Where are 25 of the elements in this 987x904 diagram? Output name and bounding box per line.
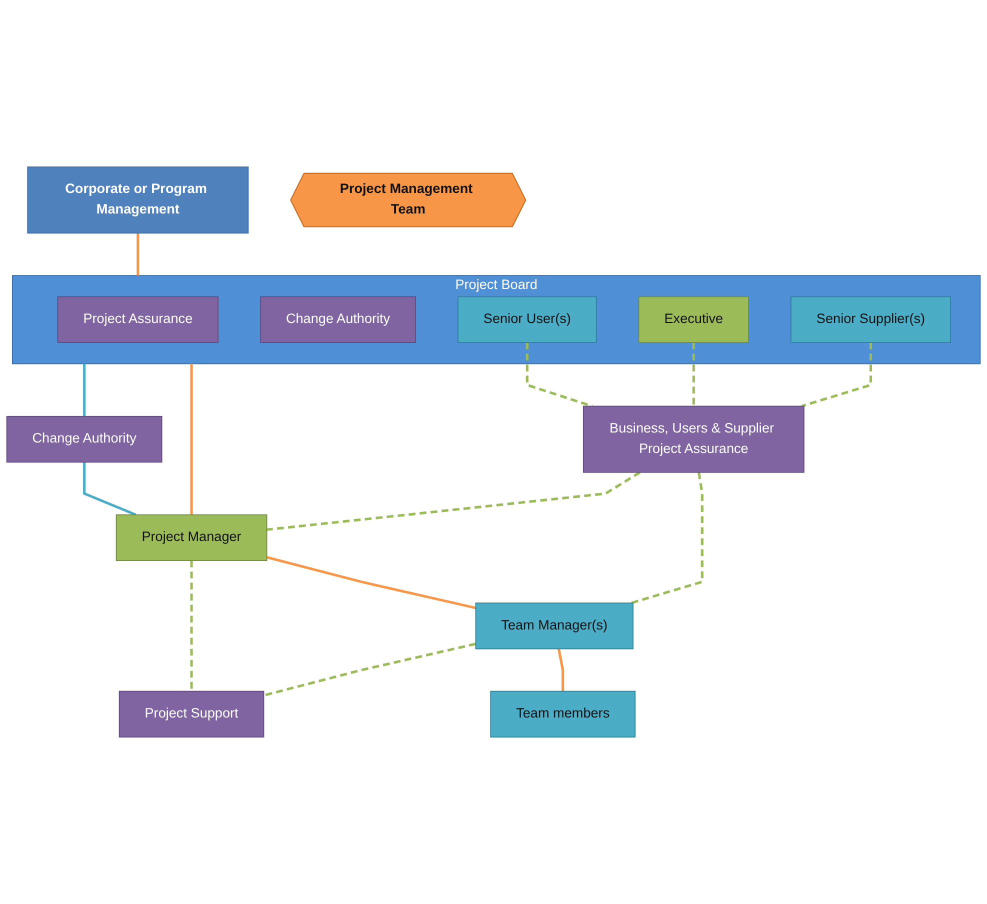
- connector: [266, 471, 641, 531]
- node-box: Change Authority: [6, 416, 162, 463]
- node-box: Business, Users & Supplier Project Assurance: [582, 406, 804, 473]
- connector: [526, 342, 593, 408]
- connector: [83, 364, 86, 416]
- node-box: Team Manager(s): [475, 602, 634, 650]
- connector: [266, 556, 476, 610]
- connector: [136, 233, 140, 276]
- connector: [558, 648, 564, 692]
- node-box: Project Manager: [116, 514, 268, 562]
- connector: [801, 342, 872, 408]
- node-box: Senior User(s): [458, 296, 597, 343]
- connector: [630, 472, 704, 604]
- node-box: Project Support: [118, 690, 264, 738]
- connector: [263, 642, 476, 697]
- connector: [190, 364, 193, 515]
- node-box: Team members: [490, 690, 636, 738]
- node-box: Project Assurance: [57, 296, 218, 343]
- connector: [692, 342, 695, 406]
- node-box: Corporate or Program Management: [27, 166, 249, 234]
- connector: [190, 560, 193, 692]
- node-box: Senior Supplier(s): [790, 296, 951, 343]
- node-box: Executive: [638, 296, 749, 343]
- connector: [83, 462, 136, 516]
- node-box: Change Authority: [260, 296, 416, 343]
